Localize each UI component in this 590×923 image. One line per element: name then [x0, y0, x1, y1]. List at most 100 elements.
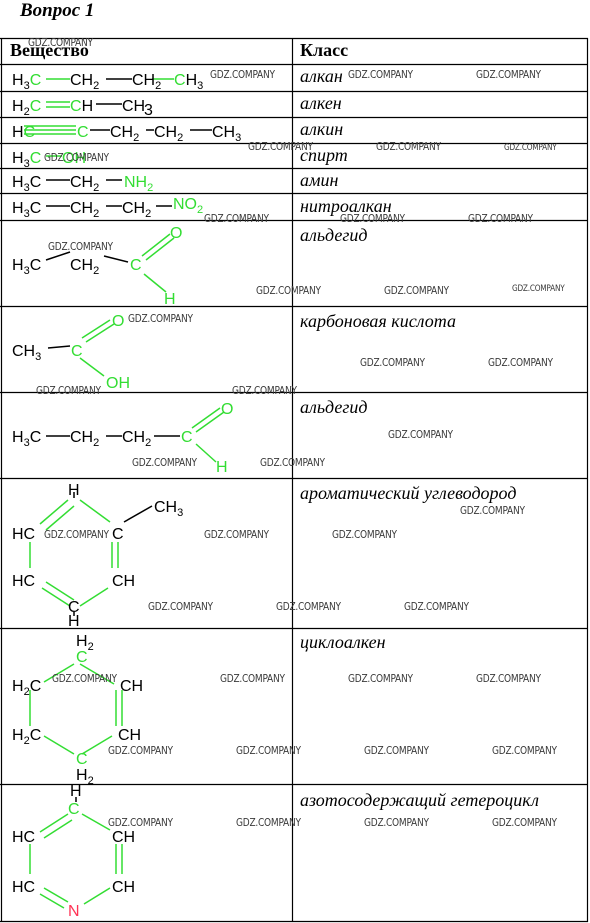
watermark: GDZ.COMPANY — [256, 284, 321, 297]
svg-text:HC: HC — [12, 879, 35, 896]
class-cell: циклоалкен — [300, 632, 386, 652]
watermark: GDZ.COMPANY — [376, 140, 441, 153]
svg-text:CH3: CH3 — [174, 72, 203, 92]
svg-text:CH2: CH2 — [70, 174, 99, 194]
class-cell: азотосодержащий гетероцикл — [300, 790, 539, 810]
watermark: GDZ.COMPANY — [260, 456, 325, 469]
watermark: GDZ.COMPANY — [132, 456, 197, 469]
svg-text:H3C: H3C — [12, 174, 41, 194]
svg-text:O: O — [112, 313, 124, 330]
watermark: GDZ.COMPANY — [364, 744, 429, 757]
svg-text:H: H — [216, 459, 228, 476]
class-cell: ароматический углеводород — [300, 483, 517, 503]
watermark: GDZ.COMPANY — [332, 528, 397, 541]
svg-text:CH: CH — [70, 98, 93, 115]
header-class: Класс — [300, 40, 349, 60]
watermark: GDZ.COMPANY — [364, 816, 429, 829]
watermark: GDZ.COMPANY — [232, 384, 297, 397]
svg-text:CH2: CH2 — [70, 200, 99, 220]
watermark: GDZ.COMPANY — [476, 672, 541, 685]
svg-text:CH2: CH2 — [132, 72, 161, 92]
svg-text:CH2: CH2 — [122, 429, 151, 449]
svg-text:HC: HC — [12, 829, 35, 846]
svg-text:HC: HC — [12, 573, 35, 590]
svg-text:NO2: NO2 — [173, 196, 203, 216]
svg-text:O: O — [221, 401, 233, 418]
svg-text:CH2: CH2 — [122, 200, 151, 220]
watermark: GDZ.COMPANY — [384, 284, 449, 297]
watermark: GDZ.COMPANY — [52, 672, 117, 685]
formula-heterocycle: H C CH HC HC CH N — [12, 783, 135, 920]
svg-text:H: H — [68, 482, 80, 499]
svg-text:CH3: CH3 — [154, 499, 183, 519]
watermark: GDZ.COMPANY — [220, 672, 285, 685]
page-title: Вопрос 1 — [20, 0, 95, 21]
formula-aldehyde-propanal: H3C CH2 C O H — [12, 225, 182, 308]
svg-text:CH2: CH2 — [110, 124, 139, 144]
svg-text:CH2: CH2 — [70, 257, 99, 277]
svg-text:HC: HC — [12, 124, 35, 141]
svg-text:NH2: NH2 — [124, 174, 153, 194]
svg-text:C: C — [76, 649, 88, 666]
watermark: GDZ.COMPANY — [28, 36, 93, 49]
watermark: GDZ.COMPANY — [236, 744, 301, 757]
watermark: GDZ.COMPANY — [512, 284, 565, 294]
watermark: GDZ.COMPANY — [210, 68, 275, 81]
watermark: GDZ.COMPANY — [404, 600, 469, 613]
watermark: GDZ.COMPANY — [248, 140, 313, 153]
svg-text:H2: H2 — [76, 767, 94, 787]
watermark: GDZ.COMPANY — [204, 528, 269, 541]
class-cell: алкан — [300, 66, 343, 86]
watermark: GDZ.COMPANY — [476, 68, 541, 81]
svg-text:H3C: H3C — [12, 257, 41, 277]
svg-text:H3C: H3C — [12, 72, 41, 92]
class-cell: альдегид — [300, 397, 368, 417]
svg-text:C: C — [76, 751, 88, 768]
svg-text:CH: CH — [122, 98, 145, 115]
watermark: GDZ.COMPANY — [148, 600, 213, 613]
watermark: GDZ.COMPANY — [348, 672, 413, 685]
watermark: GDZ.COMPANY — [492, 816, 557, 829]
header-substance: Вещество — [10, 40, 89, 60]
svg-text:CH: CH — [118, 727, 141, 744]
svg-text:H2C: H2C — [12, 98, 41, 118]
svg-text:CH: CH — [112, 829, 135, 846]
svg-text:CH2: CH2 — [154, 124, 183, 144]
svg-text:C: C — [112, 526, 124, 543]
svg-text:C: C — [71, 343, 83, 360]
formula-aldehyde-butanal: H3C CH2 CH2 C O H — [12, 401, 233, 476]
watermark: GDZ.COMPANY — [204, 212, 269, 225]
watermark: GDZ.COMPANY — [348, 68, 413, 81]
formula-nitroalkane: H3C CH2 CH2 NO2 — [12, 196, 203, 220]
svg-text:CH: CH — [112, 573, 135, 590]
formula-carboxylic-acid: CH3 C O OH — [12, 313, 130, 392]
svg-text:CH3: CH3 — [212, 124, 241, 144]
svg-text:C: C — [77, 124, 89, 141]
svg-text:CH2: CH2 — [70, 429, 99, 449]
watermark: GDZ.COMPANY — [44, 528, 109, 541]
watermark: GDZ.COMPANY — [340, 212, 405, 225]
watermark: GDZ.COMPANY — [236, 816, 301, 829]
watermark: GDZ.COMPANY — [492, 744, 557, 757]
svg-text:H2C: H2C — [12, 678, 41, 698]
formula-amine: H3C CH2 NH2 — [12, 174, 153, 194]
watermark: GDZ.COMPANY — [108, 816, 173, 829]
svg-text:N: N — [68, 903, 80, 920]
watermark: GDZ.COMPANY — [36, 384, 101, 397]
svg-text:3: 3 — [144, 102, 153, 119]
watermark: GDZ.COMPANY — [460, 504, 525, 517]
class-cell: амин — [300, 170, 339, 190]
formula-cycloalkene: H2 C H2C CH H2C CH C H2 — [12, 633, 143, 787]
watermark: GDZ.COMPANY — [388, 428, 453, 441]
watermark: GDZ.COMPANY — [488, 356, 553, 369]
svg-text:H2: H2 — [76, 633, 94, 653]
class-cell: альдегид — [300, 225, 368, 245]
svg-text:H3C: H3C — [12, 429, 41, 449]
watermark: GDZ.COMPANY — [360, 356, 425, 369]
svg-text:H3C: H3C — [12, 150, 41, 170]
svg-text:HC: HC — [12, 526, 35, 543]
svg-text:C: C — [68, 801, 80, 818]
watermark: GDZ.COMPANY — [108, 744, 173, 757]
svg-text:H: H — [70, 783, 82, 800]
